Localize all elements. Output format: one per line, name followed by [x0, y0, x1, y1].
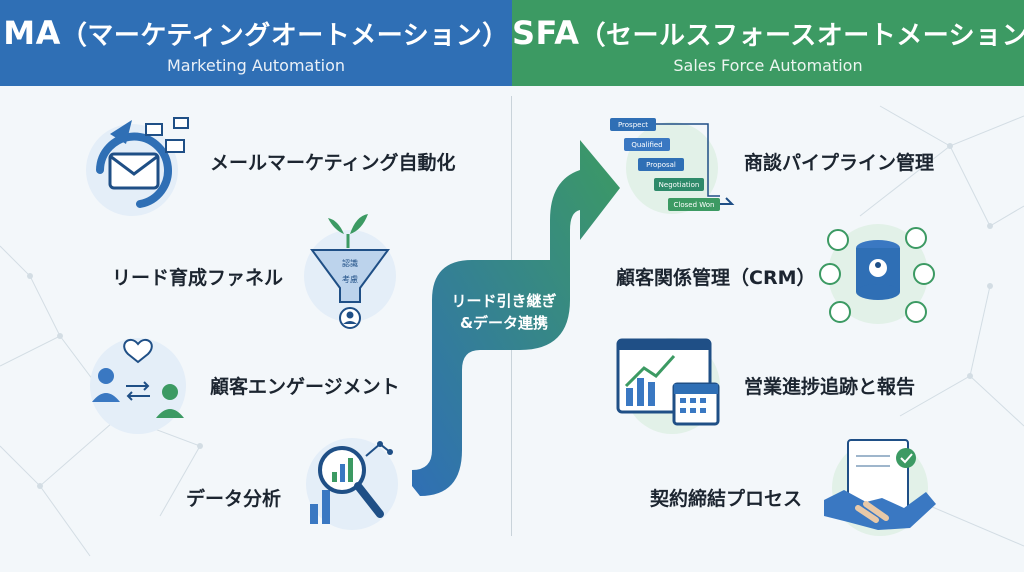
stage-closed-won: Closed Won	[674, 201, 715, 209]
crm-icon	[819, 224, 935, 324]
bridge-arrow	[412, 140, 620, 496]
sfa-item-progress: 営業進捗追跡と報告	[744, 376, 916, 398]
sfa-item-pipeline: 商談パイプライン管理	[744, 152, 935, 174]
stage-negotiation: Negotiation	[659, 181, 700, 189]
pipeline-icon: Prospect Qualified Proposal Negotiation …	[610, 118, 735, 214]
ma-header: MA（マーケティングオートメーション） Marketing Automation	[0, 0, 512, 86]
sfa-subtitle: Sales Force Automation	[673, 56, 863, 75]
lead-funnel-icon: 認識 考慮	[304, 214, 396, 329]
stage-prospect: Prospect	[618, 121, 648, 129]
data-analysis-icon	[306, 438, 398, 530]
ma-item-email: メールマーケティング自動化	[210, 152, 456, 174]
customer-engagement-icon	[90, 338, 186, 434]
stage-proposal: Proposal	[646, 161, 676, 169]
bridge-label: リード引き継ぎ &データ連携	[451, 292, 557, 332]
ma-item-engagement: 顧客エンゲージメント	[210, 376, 400, 398]
contract-handshake-icon	[824, 439, 936, 536]
ma-subtitle: Marketing Automation	[166, 56, 345, 75]
sfa-item-crm: 顧客関係管理（CRM）	[616, 267, 816, 289]
stage-qualified: Qualified	[631, 141, 662, 149]
ma-item-analysis: データ分析	[186, 488, 282, 510]
funnel-stage-1: 認識	[342, 258, 358, 268]
ma-item-funnel: リード育成ファネル	[112, 267, 284, 289]
sfa-title: SFA（セールスフォースオートメーション）	[512, 14, 1024, 52]
email-automation-icon	[86, 117, 189, 216]
ma-title: MA（マーケティングオートメーション）	[3, 14, 509, 52]
sfa-item-contract: 契約締結プロセス	[650, 488, 803, 510]
sfa-header: SFA（セールスフォースオートメーション） Sales Force Automa…	[512, 0, 1024, 86]
progress-tracking-icon	[616, 338, 720, 434]
funnel-stage-2: 考慮	[342, 274, 358, 284]
